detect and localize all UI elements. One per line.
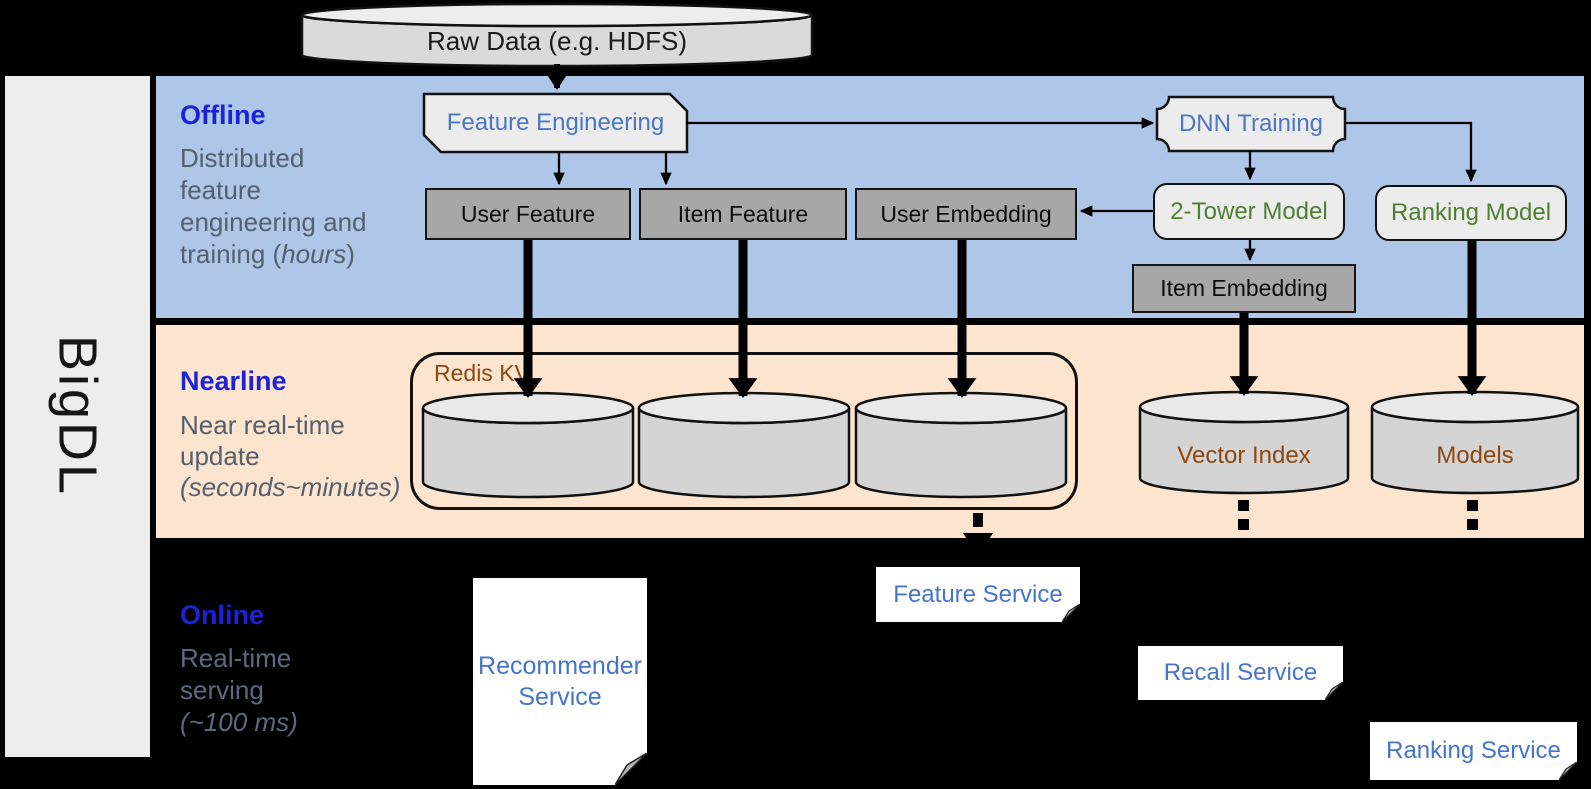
snip-corner-shape	[422, 92, 689, 154]
page-fold-icon	[1559, 762, 1577, 780]
nearline-desc-line: update	[180, 441, 260, 471]
nearline-desc-italic: (seconds~minutes)	[180, 472, 401, 502]
online-desc-line: Real-time	[180, 643, 292, 673]
plaque-shape	[1155, 95, 1347, 153]
item-feature-node: Item Feature	[639, 188, 847, 240]
offline-section-description: Distributed feature engineering and trai…	[180, 142, 367, 270]
offline-desc-text: )	[346, 239, 355, 269]
user-feature-node: User Feature	[425, 188, 631, 240]
online-desc-italic: (~100 ms)	[180, 707, 298, 737]
database-cylinder-icon	[1370, 390, 1580, 495]
recall-service-node: Recall Service	[1138, 646, 1343, 700]
offline-section-title: Offline	[180, 100, 266, 130]
online-desc-line: serving	[180, 675, 264, 705]
offline-desc-text: training (	[180, 239, 282, 269]
redis-shard-cylinder	[637, 391, 851, 499]
online-section-description: Real-time serving (~100 ms)	[180, 642, 298, 738]
feature-engineering-label: Feature Engineering	[446, 109, 665, 136]
nearline-section-description: Near real-time update (seconds~minutes)	[180, 410, 400, 503]
bigdl-brand-label: BigDL	[47, 335, 108, 498]
raw-data-store: Raw Data (e.g. HDFS)	[300, 2, 814, 68]
redis-kv-label: Redis KV	[434, 360, 530, 386]
vector-index-store: Vector Index	[1138, 390, 1350, 495]
database-cylinder-icon	[854, 391, 1068, 499]
item-embedding-node: Item Embedding	[1132, 264, 1356, 313]
vector-index-label: Vector Index	[1177, 441, 1311, 469]
nearline-desc-line: Near real-time	[180, 410, 345, 440]
ranking-model-label: Ranking Model	[1390, 199, 1552, 226]
models-store: Models	[1370, 390, 1580, 495]
offline-desc-line: training (hours)	[180, 238, 367, 270]
database-cylinder-icon	[637, 391, 851, 499]
page-fold-icon	[1062, 604, 1080, 622]
dnn-training-label: DNN Training	[1178, 110, 1324, 137]
redis-shard-cylinder	[421, 391, 635, 499]
user-embedding-node: User Embedding	[855, 188, 1077, 240]
feature-service-label: Feature Service	[893, 580, 1063, 608]
offline-desc-italic: hours	[281, 239, 347, 269]
item-embedding-label: Item Embedding	[1160, 275, 1328, 301]
database-cylinder-icon	[1138, 390, 1350, 495]
redis-shard-cylinder	[854, 391, 1068, 499]
raw-data-label: Raw Data (e.g. HDFS)	[426, 25, 688, 56]
page-fold-icon	[1325, 682, 1343, 700]
online-section-title: Online	[180, 600, 265, 630]
offline-desc-line: Distributed	[180, 143, 305, 173]
bigdl-sidebar: BigDL	[5, 76, 150, 757]
recommender-service-node: Recommender Service	[473, 578, 647, 785]
user-embedding-label: User Embedding	[880, 200, 1052, 227]
feature-service-node: Feature Service	[876, 567, 1080, 622]
ranking-model-node: Ranking Model	[1375, 185, 1567, 241]
ranking-service-node: Ranking Service	[1370, 722, 1577, 780]
dnn-training-node: DNN Training	[1155, 95, 1347, 153]
recall-service-label: Recall Service	[1163, 659, 1318, 686]
nearline-section-title: Nearline	[180, 366, 287, 396]
models-label: Models	[1436, 441, 1514, 469]
two-tower-model-label: 2-Tower Model	[1170, 197, 1328, 225]
database-cylinder-icon	[421, 391, 635, 499]
recommender-service-label: Recommender Service	[478, 651, 642, 711]
feature-engineering-node: Feature Engineering	[422, 92, 689, 154]
ranking-service-label: Ranking Service	[1386, 737, 1561, 764]
item-feature-label: Item Feature	[677, 200, 809, 227]
user-feature-label: User Feature	[460, 200, 596, 227]
two-tower-model-node: 2-Tower Model	[1153, 183, 1345, 240]
database-cylinder-icon	[300, 2, 814, 68]
offline-desc-line: feature	[180, 175, 261, 205]
page-fold-icon	[615, 753, 647, 785]
offline-desc-line: engineering and	[180, 207, 367, 237]
